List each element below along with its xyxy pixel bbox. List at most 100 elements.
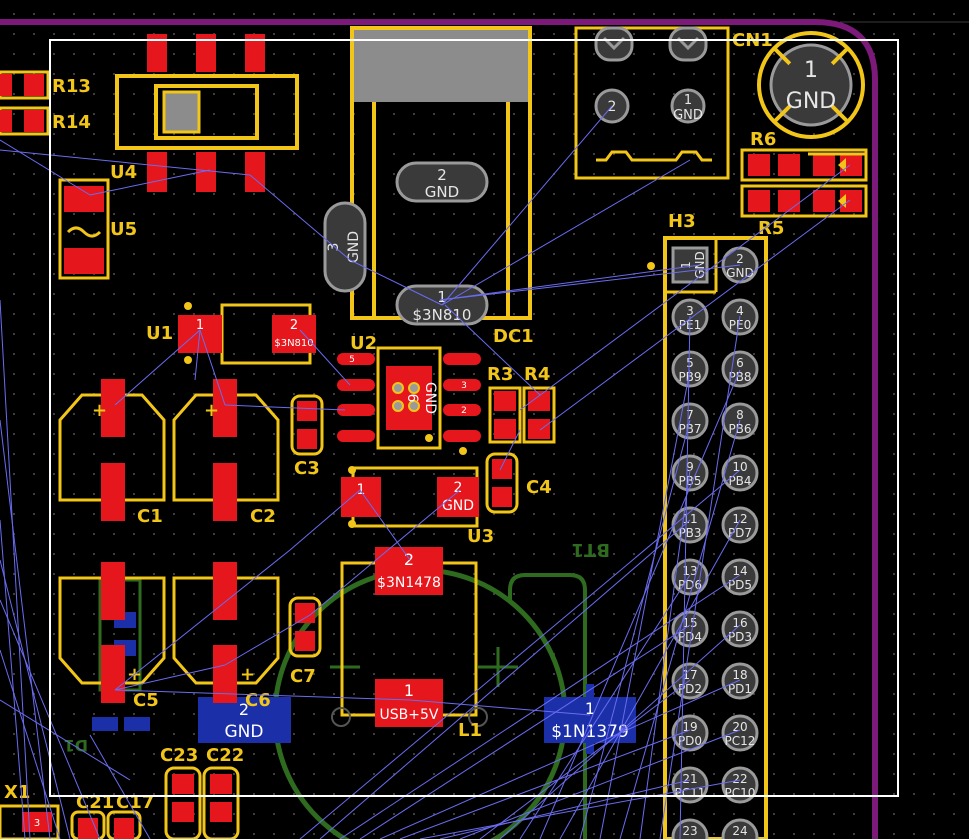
- bt1-pad-num: 1: [585, 699, 595, 718]
- header-pin-num: 9: [686, 460, 694, 474]
- ratsnest-line: [439, 264, 741, 301]
- c1-label: C1: [137, 506, 163, 527]
- header-pin-net: PB7: [678, 422, 701, 436]
- u1-footprint[interactable]: 1 2 $3N810 U1: [146, 302, 316, 365]
- u3-footprint[interactable]: 1 2 GND U3: [341, 466, 494, 547]
- c1-footprint[interactable]: + C1: [58, 379, 166, 527]
- header-pin-num: 20: [732, 720, 747, 734]
- c5-footprint[interactable]: + C5: [58, 562, 166, 711]
- header-pin-num: 21: [682, 772, 697, 786]
- c22-label: C22: [206, 745, 244, 766]
- cn1-pin1-net: GND: [673, 108, 703, 123]
- header-pin-23[interactable]: 23PA15: [671, 818, 709, 839]
- c22-footprint[interactable]: C22: [202, 745, 244, 839]
- r6-footprint[interactable]: R6: [740, 129, 868, 182]
- ratsnest-line: [639, 469, 691, 839]
- header-pin-num: 2: [736, 252, 744, 266]
- c2-footprint[interactable]: + C2: [172, 379, 280, 527]
- view-rectangle[interactable]: [49, 39, 899, 797]
- r3-footprint[interactable]: R3: [487, 364, 522, 444]
- u1-pin2-num: 2: [290, 318, 298, 333]
- x1-pin3: 3: [34, 818, 40, 829]
- u3-label: U3: [467, 526, 494, 547]
- header-pin-num: 3: [686, 304, 694, 318]
- ratsnest-line: [224, 404, 346, 411]
- x1-footprint[interactable]: 3 X1: [0, 782, 60, 839]
- header-pin-net: PB8: [728, 370, 751, 384]
- c4-footprint[interactable]: C4: [485, 452, 552, 514]
- u3-pin2-net: GND: [442, 498, 474, 514]
- ratsnest-line: [399, 729, 691, 839]
- ratsnest-line: [659, 315, 741, 839]
- dc1-pin2-net: GND: [425, 183, 459, 201]
- dc1-pin1-num: 1: [437, 288, 447, 306]
- ratsnest-line: [349, 259, 443, 306]
- ratsnest-line: [114, 329, 201, 406]
- ratsnest-line: [194, 329, 201, 381]
- c6-plus: +: [240, 664, 255, 685]
- header-pin-net: PC12: [725, 734, 756, 748]
- header-pin-net: PE0: [729, 318, 751, 332]
- u3-pin1: 1: [357, 482, 366, 498]
- ratsnest-line: [499, 429, 521, 471]
- c3-footprint[interactable]: C3: [290, 394, 324, 479]
- ratsnest-line: [199, 329, 226, 406]
- ratsnest-line: [441, 105, 613, 306]
- header-pin-net: PD5: [728, 578, 752, 592]
- mounting-hole[interactable]: 1 GND: [757, 31, 865, 139]
- cn1-pin1-num: 1: [684, 93, 692, 108]
- ratsnest-line: [579, 419, 691, 839]
- l1-pin1-num: 1: [404, 681, 414, 700]
- u5-footprint[interactable]: U5: [58, 178, 137, 280]
- c5-label: C5: [133, 690, 159, 711]
- r14-footprint[interactable]: R14: [0, 106, 91, 136]
- c6-label: C6: [245, 690, 271, 711]
- header-pin-num: 5: [686, 356, 694, 370]
- r4-footprint[interactable]: R4: [522, 364, 556, 444]
- dc1-label: DC1: [493, 326, 534, 347]
- c6-footprint[interactable]: + C6: [172, 562, 280, 711]
- c23-footprint[interactable]: C23: [160, 745, 202, 839]
- u2-footprint[interactable]: 5 3 2 6 GND U2: [337, 333, 481, 455]
- bt1-pad-1[interactable]: 1 $1N1379: [544, 684, 636, 754]
- r5-footprint[interactable]: R5: [740, 184, 868, 239]
- h3-label: H3: [668, 211, 696, 232]
- r13-footprint[interactable]: R13: [0, 70, 91, 100]
- header-pin-net: PD3: [728, 630, 752, 644]
- header-pin-num: 12: [732, 512, 747, 526]
- header-pin-num: 17: [682, 668, 697, 682]
- l1-footprint[interactable]: 2 $3N1478 1 USB+5V L1: [331, 547, 488, 741]
- ratsnest-line: [519, 164, 851, 411]
- header-pin-num: 14: [732, 564, 747, 578]
- dc1-pin1-net: $3N810: [413, 306, 472, 324]
- c17-footprint[interactable]: C17: [106, 792, 154, 839]
- dc1-pin3-net: GND: [346, 231, 362, 263]
- header-pin-24[interactable]: 24PA14: [721, 818, 759, 839]
- ratsnest-line: [0, 559, 71, 839]
- ratsnest-line: [499, 624, 741, 839]
- header-pin-num: 11: [682, 512, 697, 526]
- ratsnest-line: [309, 489, 461, 616]
- u4-footprint[interactable]: U4: [110, 34, 299, 192]
- c23-label: C23: [160, 745, 198, 766]
- u1-label: U1: [146, 323, 173, 344]
- header-pin-num: 19: [682, 720, 697, 734]
- header-pin-net: PD1: [728, 682, 752, 696]
- c6-bottom-pad[interactable]: 2 GND: [198, 697, 291, 743]
- ratsnest-line: [114, 664, 226, 691]
- ratsnest-line: [439, 264, 701, 301]
